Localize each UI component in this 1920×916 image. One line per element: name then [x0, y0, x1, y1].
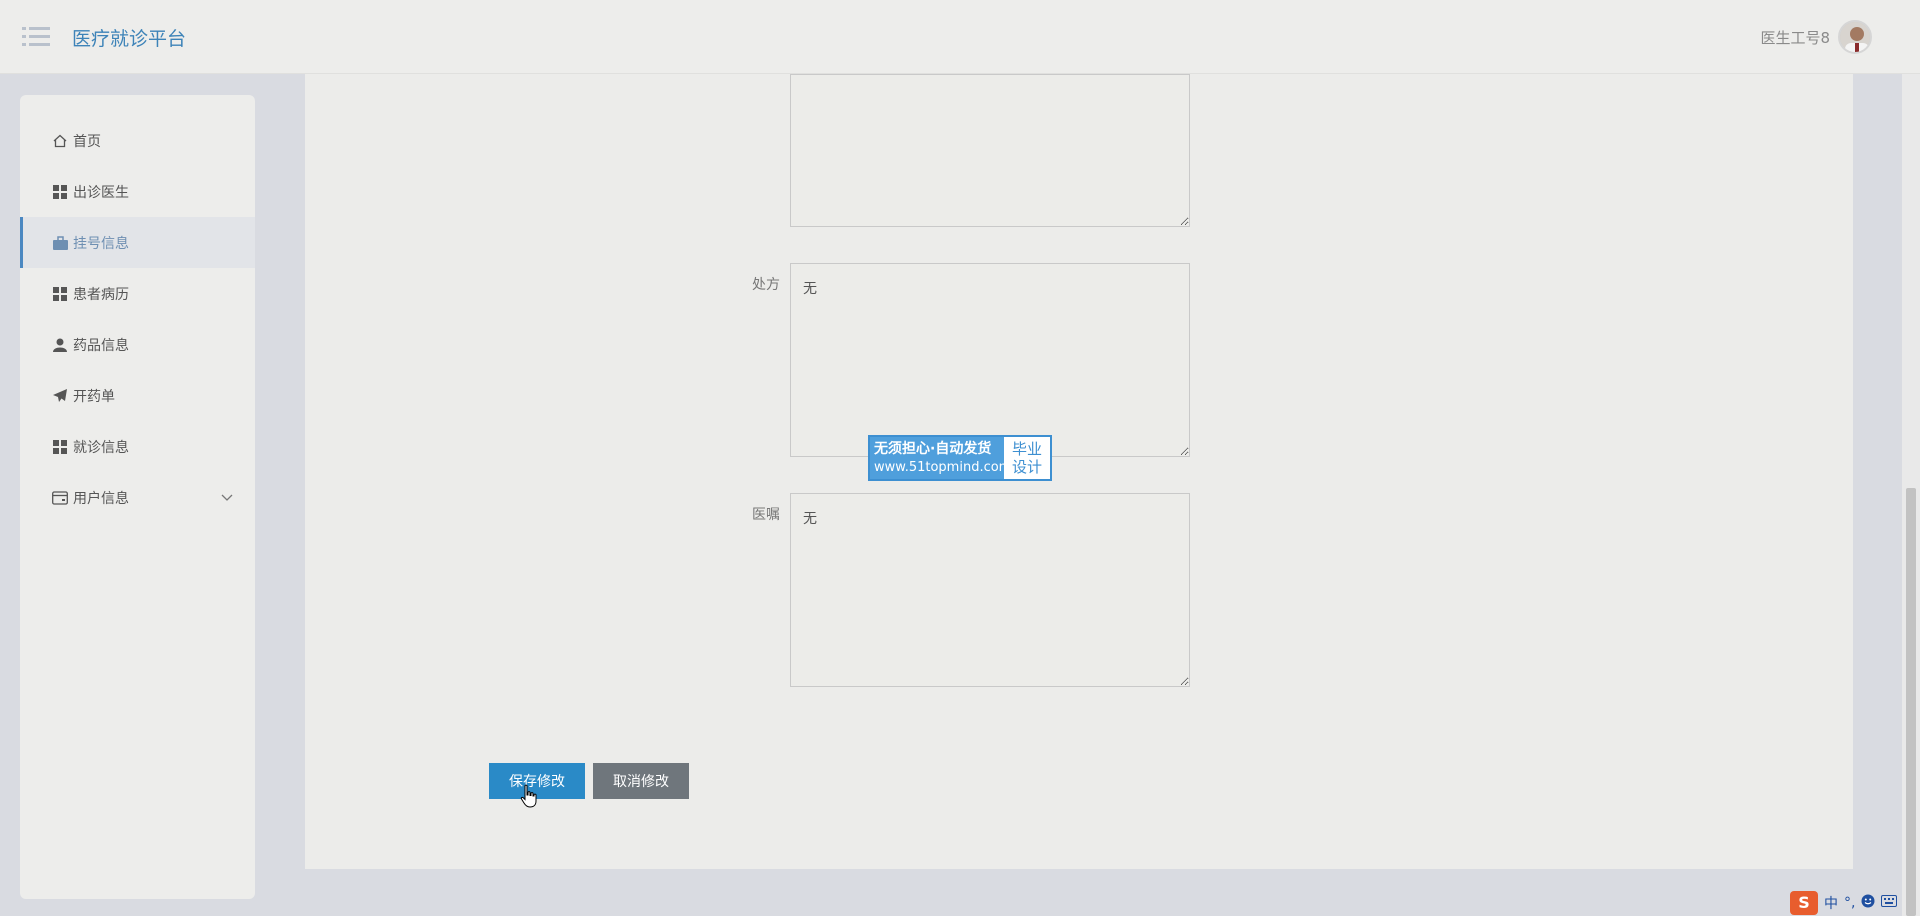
sidebar-item-registration[interactable]: 挂号信息 — [20, 217, 255, 268]
watermark-tag: 毕业 设计 — [1004, 437, 1050, 479]
prescription-textarea[interactable]: 无 — [790, 263, 1190, 457]
sidebar-item-visits[interactable]: 就诊信息 — [20, 421, 255, 472]
user-name[interactable]: 医生工号8 — [1760, 28, 1830, 47]
send-icon — [52, 388, 68, 404]
user-area[interactable]: 医生工号8 — [1760, 19, 1872, 55]
hand-cursor-icon — [520, 784, 538, 808]
advice-label: 医嘱 — [752, 507, 780, 523]
avatar[interactable] — [1838, 20, 1872, 54]
sidebar-item-label: 药品信息 — [73, 337, 129, 354]
chevron-down-icon[interactable] — [221, 490, 233, 506]
sidebar-item-doctors[interactable]: 出诊医生 — [20, 166, 255, 217]
keyboard-icon[interactable] — [1881, 894, 1898, 911]
prescription-label: 处方 — [752, 277, 780, 293]
page-scrollbar-thumb[interactable] — [1906, 488, 1916, 916]
ime-logo[interactable]: S — [1790, 890, 1818, 915]
sidebar-item-users[interactable]: 用户信息 — [20, 472, 255, 523]
card-icon — [52, 490, 68, 506]
sidebar-item-label: 出诊医生 — [73, 184, 129, 201]
menu-toggle-icon[interactable] — [22, 25, 50, 47]
grid-icon — [52, 286, 68, 302]
watermark-text: 无须担心·自动发货 www.51topmind.com — [870, 437, 1012, 479]
app-title: 医疗就诊平台 — [72, 28, 187, 50]
home-icon — [52, 133, 68, 149]
watermark-tag-line2: 设计 — [1011, 458, 1042, 476]
main-content: 处方 无 医嘱 无 — [305, 74, 1853, 869]
previous-textarea[interactable] — [790, 74, 1190, 227]
sidebar-item-label: 挂号信息 — [73, 235, 129, 252]
sidebar-item-label: 用户信息 — [73, 490, 129, 507]
sidebar-item-records[interactable]: 患者病历 — [20, 268, 255, 319]
cancel-button[interactable]: 取消修改 — [593, 763, 689, 799]
watermark-line2: www.51topmind.com — [874, 460, 1012, 475]
punctuation-icon[interactable]: °, — [1844, 894, 1856, 911]
sidebar: 首页 出诊医生 挂号信息 患者病历 药品信息 开药单 就诊信息 — [20, 95, 255, 899]
ime-toolbar[interactable]: S 中 °, — [1790, 889, 1920, 916]
grid-icon — [52, 184, 68, 200]
emoji-icon[interactable] — [1861, 894, 1875, 912]
save-button[interactable]: 保存修改 — [489, 763, 585, 799]
sidebar-item-prescription[interactable]: 开药单 — [20, 370, 255, 421]
grid-icon — [52, 439, 68, 455]
top-header: 医疗就诊平台 医生工号8 — [0, 0, 1920, 74]
sidebar-item-medicine[interactable]: 药品信息 — [20, 319, 255, 370]
sidebar-item-label: 患者病历 — [73, 286, 129, 303]
advice-textarea[interactable]: 无 — [790, 493, 1190, 687]
ime-mode[interactable]: 中 — [1824, 895, 1838, 912]
watermark-badge: 无须担心·自动发货 www.51topmind.com 毕业 设计 — [868, 435, 1052, 481]
sidebar-item-label: 就诊信息 — [73, 439, 129, 456]
sidebar-item-label: 开药单 — [73, 388, 115, 405]
user-icon — [52, 337, 68, 353]
sidebar-item-label: 首页 — [73, 133, 101, 150]
watermark-line1: 无须担心·自动发货 — [874, 441, 992, 457]
watermark-tag-line1: 毕业 — [1011, 440, 1042, 458]
briefcase-icon — [52, 235, 68, 251]
sidebar-item-home[interactable]: 首页 — [20, 115, 255, 166]
